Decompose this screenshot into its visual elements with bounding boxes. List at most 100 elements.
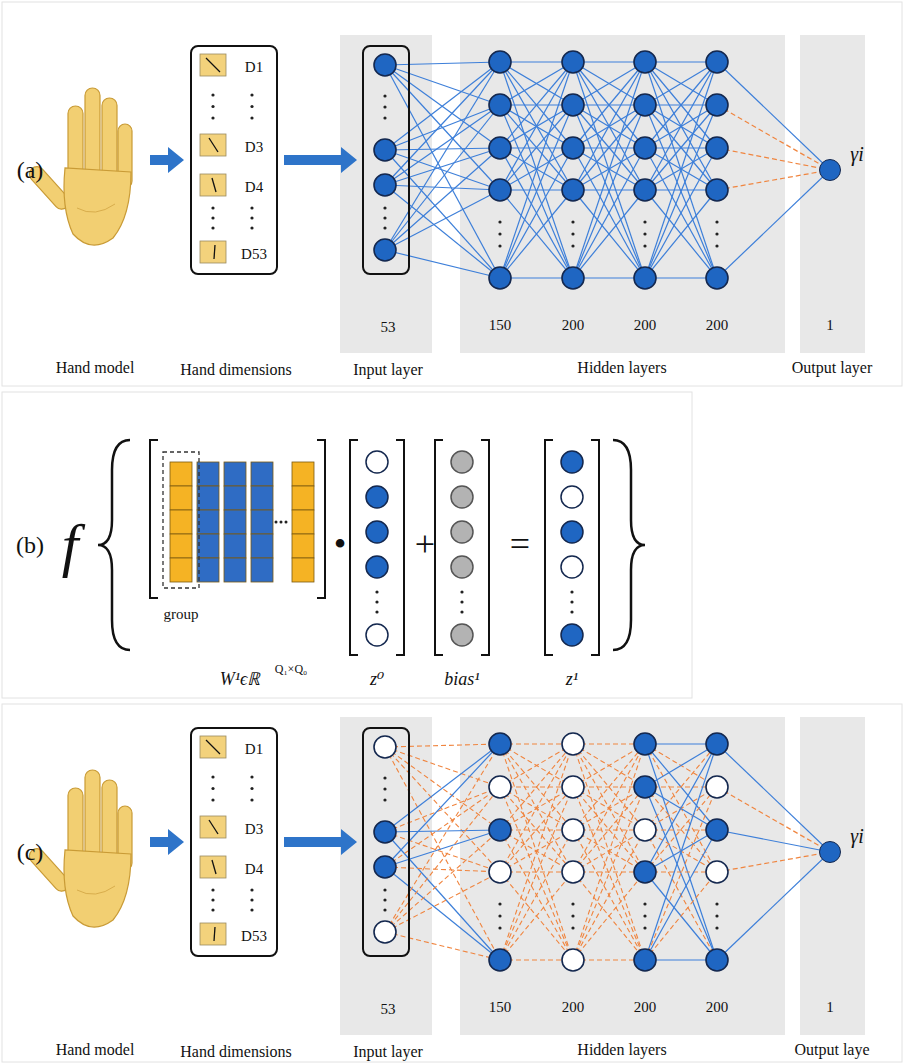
weight-cell [197, 462, 219, 486]
synapse-line [573, 830, 645, 960]
neuron [562, 179, 584, 201]
neuron [634, 819, 656, 841]
weight-cell [224, 510, 246, 534]
synapse-line [500, 148, 573, 278]
weight-cell [224, 534, 246, 558]
panel-letter: (b) [16, 532, 44, 558]
synapse-line [385, 830, 500, 932]
brace [613, 440, 645, 650]
synapse-line [573, 744, 645, 787]
ellipsis-dot [211, 93, 214, 96]
operator: + [415, 525, 435, 565]
ellipsis-dot [250, 206, 253, 209]
layer-size: 150 [489, 999, 512, 1016]
ellipsis-dot [375, 610, 378, 613]
ellipsis-dot [643, 232, 646, 235]
vector-element [561, 451, 583, 473]
ellipsis-dot [280, 521, 283, 524]
synapse-line [385, 148, 500, 250]
bracket [396, 440, 404, 655]
neuron [562, 51, 584, 73]
synapse-line [573, 148, 645, 278]
neuron [706, 819, 728, 841]
neuron [706, 949, 728, 971]
dimension-icon [200, 923, 226, 945]
ellipsis-dot [383, 105, 386, 108]
ellipsis-dot [250, 888, 253, 891]
neuron [634, 861, 656, 883]
synapse-line [645, 190, 717, 278]
dimension-label: D1 [245, 59, 263, 76]
synapse-line [717, 105, 830, 170]
neuron [562, 861, 584, 883]
ellipsis-dot [275, 521, 278, 524]
layer-size: 1 [826, 317, 834, 334]
bracket [591, 440, 599, 655]
neuron [562, 267, 584, 289]
synapse-line [645, 148, 717, 278]
weight-cell [251, 462, 273, 486]
ellipsis-dot [211, 206, 214, 209]
part-label: Hand model [56, 359, 135, 377]
neuron [706, 51, 728, 73]
neuron [374, 821, 396, 843]
weight-cell [292, 510, 314, 534]
synapse-line [385, 65, 500, 105]
dimension-mark [206, 58, 220, 72]
neuron [562, 137, 584, 159]
ellipsis-dot [211, 775, 214, 778]
ellipsis-dot [715, 914, 718, 917]
dimension-list-box: D1D3D4D53Hand dimensions [190, 727, 278, 957]
part-label: Hand model [56, 1041, 135, 1059]
synapse-line [500, 872, 573, 960]
neuron [706, 179, 728, 201]
synapse-line [573, 872, 645, 960]
synapse-line [573, 190, 645, 278]
ellipsis-dot [211, 908, 214, 911]
synapse-line [385, 185, 500, 190]
synapse-line [385, 744, 500, 867]
synapse-line [385, 787, 500, 867]
weight-cell [292, 462, 314, 486]
ellipsis-dot [250, 908, 253, 911]
weight-cell [292, 558, 314, 582]
output-symbol: γi [850, 825, 863, 847]
synapse-line [500, 62, 573, 105]
neuron [634, 179, 656, 201]
neuron [374, 174, 396, 196]
neuron [374, 736, 396, 758]
synapse-line [385, 744, 500, 747]
ellipsis-dot [570, 600, 573, 603]
vector-element [366, 451, 388, 473]
synapse-line [500, 830, 573, 960]
input-layer-box: 53Input layer [362, 45, 410, 275]
layer-size: 200 [634, 999, 657, 1016]
neuron [634, 51, 656, 73]
synapse-line [717, 852, 830, 960]
part-label: Output layer [792, 359, 872, 377]
synapse-line [645, 62, 717, 105]
ellipsis-dot [643, 926, 646, 929]
dimension-list-box: D1D3D4D53Hand dimensions [190, 45, 278, 275]
neuron [489, 861, 511, 883]
ellipsis-dot [383, 798, 386, 801]
weight-cell [170, 510, 192, 534]
ellipsis-dot [383, 898, 386, 901]
synapse-line [645, 744, 717, 960]
synapse-line [573, 744, 645, 960]
dimension-label: D1 [245, 741, 263, 758]
neuron [634, 776, 656, 798]
synapse-line [645, 62, 717, 278]
weight-cell [170, 462, 192, 486]
synapse-line [385, 872, 500, 932]
layer-size: 200 [562, 317, 585, 334]
ellipsis-dot [383, 216, 386, 219]
weight-cell [292, 486, 314, 510]
part-label: Output laye [794, 1041, 869, 1059]
synapse-line [385, 747, 500, 787]
neuron [634, 949, 656, 971]
neuron [374, 921, 396, 943]
ellipsis-dot [571, 914, 574, 917]
flow-arrow [284, 829, 357, 855]
